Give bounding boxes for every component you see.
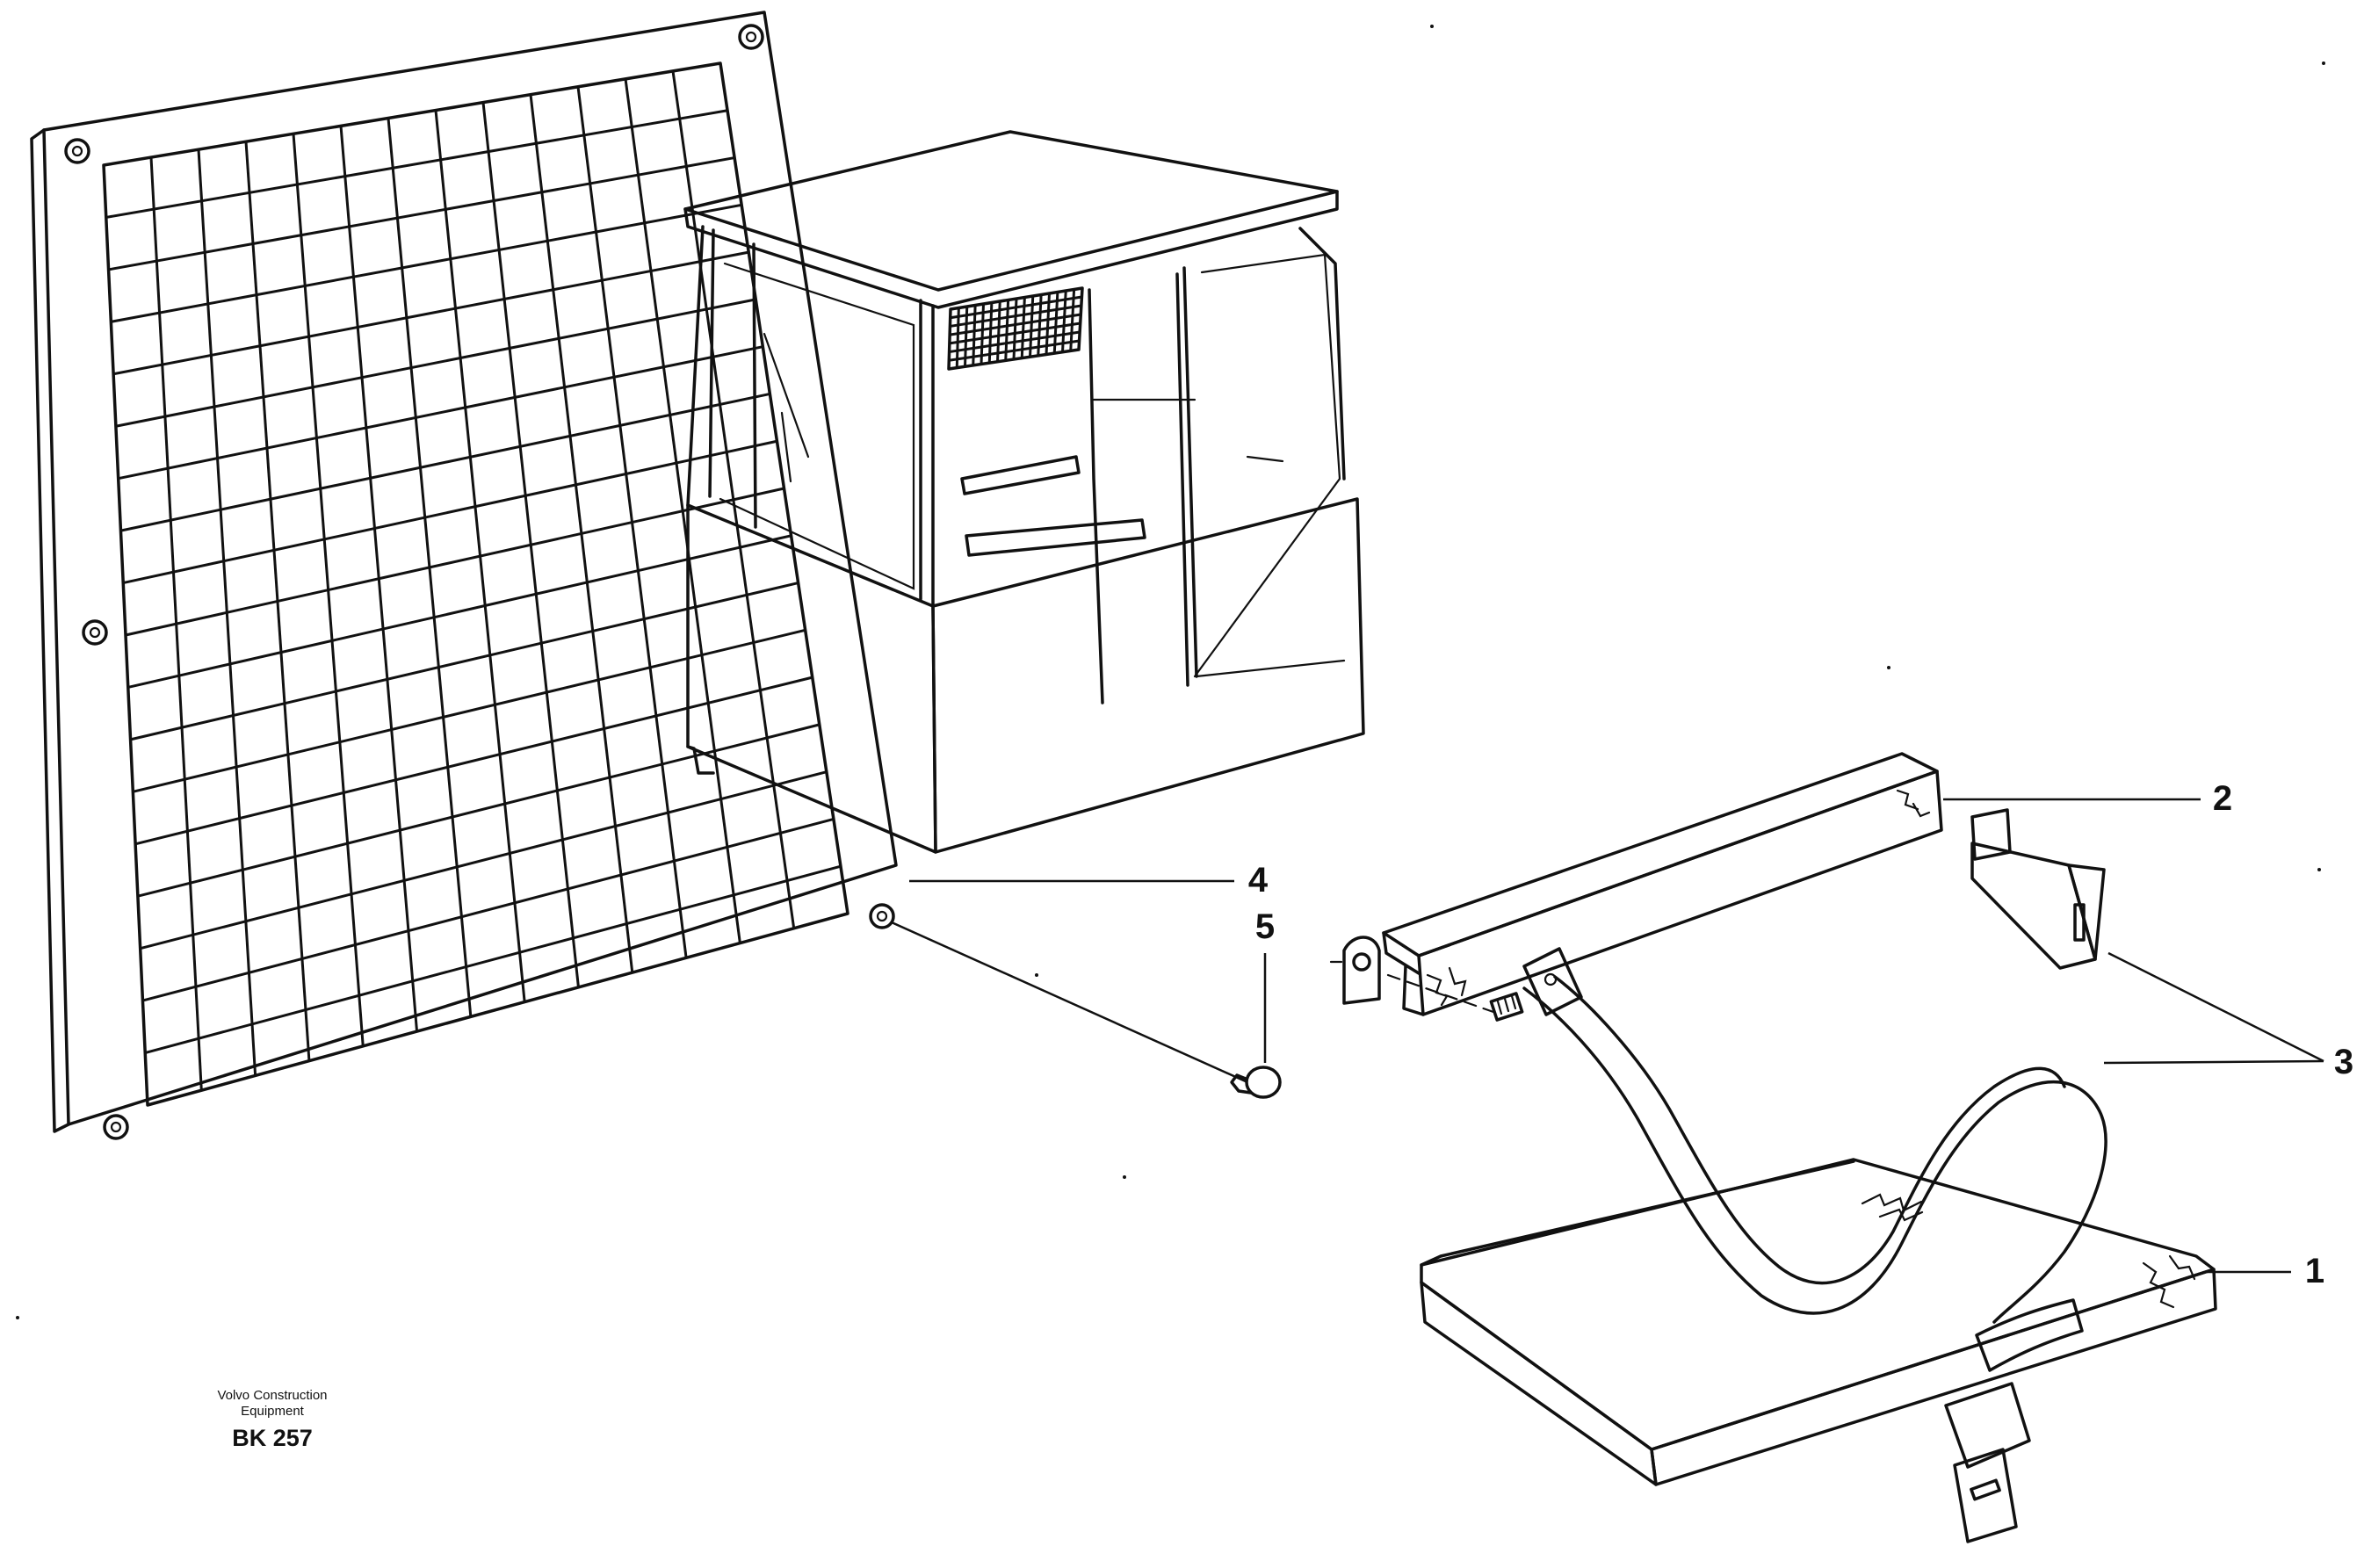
backrest-texture — [1426, 789, 1931, 1007]
screw — [1230, 1066, 1282, 1099]
mesh-wire — [142, 817, 835, 1002]
mesh-wire — [122, 439, 777, 585]
mesh-wire — [1037, 294, 1043, 356]
mesh-wire — [115, 298, 756, 428]
mesh-wire — [1012, 298, 1018, 360]
mesh-wire — [1045, 293, 1051, 355]
mesh-wire — [132, 628, 806, 793]
mesh-wire — [118, 345, 763, 481]
callout-2: 2 — [2213, 779, 2232, 818]
mesh-wire — [108, 156, 735, 271]
mesh-wire — [105, 109, 728, 219]
mesh-wire — [980, 303, 985, 365]
leader-lines — [891, 798, 2324, 1274]
cab-rear-mesh — [949, 289, 1082, 368]
drawing-code: BK 257 — [232, 1425, 313, 1451]
mesh-wire — [112, 250, 749, 376]
callout-3: 3 — [2334, 1043, 2353, 1081]
mesh-wire — [134, 676, 813, 846]
callout-1: 1 — [2305, 1252, 2324, 1290]
mesh-wire — [1069, 289, 1076, 351]
seat-belt — [1522, 808, 2107, 1543]
mesh-wire — [949, 330, 1081, 354]
mesh-wire — [1029, 295, 1035, 358]
mesh-wire — [949, 322, 1081, 345]
mesh-wire — [949, 313, 1081, 336]
mesh-wire — [1020, 297, 1026, 358]
operator-cab — [683, 130, 1365, 854]
mesh-wire — [955, 307, 960, 368]
callout-5: 5 — [1255, 907, 1275, 946]
credit-line-1: Volvo Construction — [217, 1388, 328, 1403]
credit-line-2: Equipment — [241, 1404, 304, 1419]
mesh-wire — [127, 534, 792, 689]
mesh-wire — [111, 203, 742, 323]
mesh-wire — [1004, 300, 1010, 361]
mesh-wire — [125, 487, 784, 637]
mesh-wire — [964, 306, 969, 367]
mesh-wire — [987, 302, 994, 364]
belt-mounting-hardware — [1329, 936, 1524, 1022]
mesh-wire — [949, 339, 1080, 362]
scan-specks — [16, 25, 2325, 1319]
mesh-wire — [972, 305, 977, 365]
callout-4: 4 — [1248, 861, 1269, 900]
mesh-wire — [950, 295, 1082, 320]
mesh-wire — [144, 864, 842, 1055]
callout-labels: 1 2 3 4 5 — [1248, 779, 2353, 1290]
manufacturer-credit: Volvo Construction Equipment — [167, 1388, 378, 1420]
protective-grille — [30, 11, 898, 1140]
mesh-wire — [1061, 290, 1067, 352]
grille-bolt-holes — [64, 24, 895, 1140]
mesh-wire — [140, 770, 828, 950]
mesh-wire — [1052, 292, 1059, 354]
mesh-wire — [996, 300, 1001, 362]
mesh-wire — [120, 392, 770, 532]
mesh-wire — [950, 304, 1082, 328]
seat-cushion — [1420, 1158, 2217, 1486]
backrest — [1382, 752, 1943, 1016]
